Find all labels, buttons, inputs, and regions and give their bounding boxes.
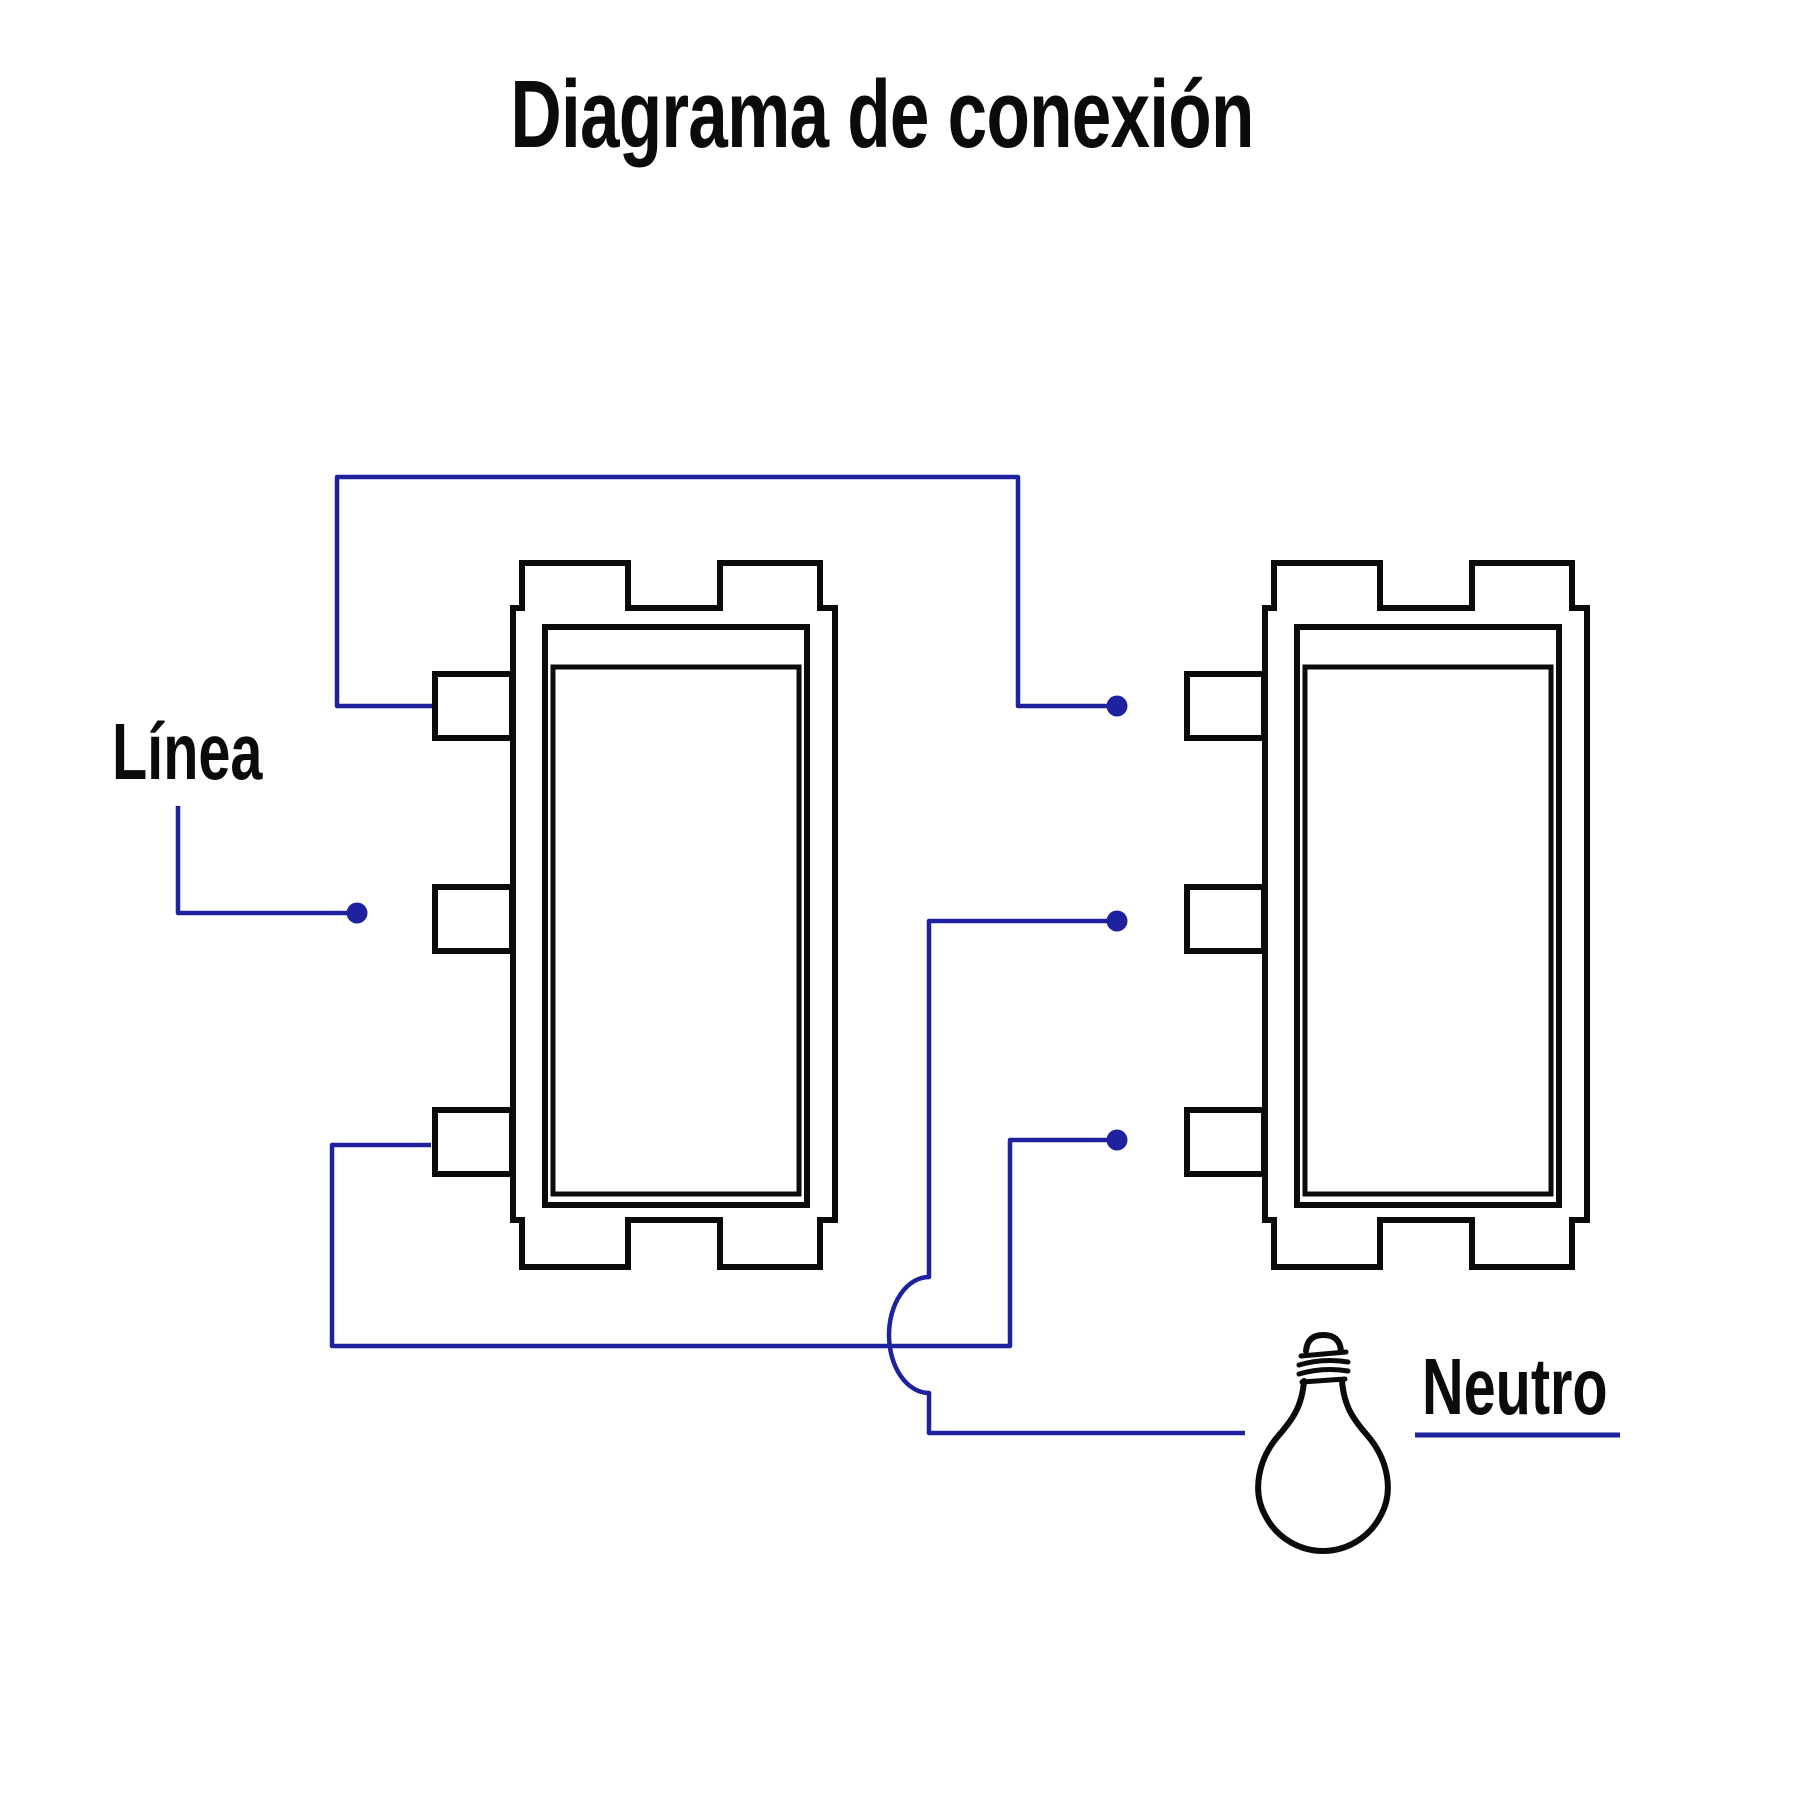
wire-linea-lead xyxy=(175,806,349,916)
bulb-glass xyxy=(1255,1378,1391,1555)
label-linea: Línea xyxy=(112,707,263,796)
junction-dot-top xyxy=(1106,695,1128,717)
junction-dot-middle xyxy=(1106,910,1128,932)
light-bulb-icon xyxy=(1255,1331,1391,1555)
wire-top-loop xyxy=(334,474,1109,709)
bulb-cap-dome xyxy=(1303,1331,1344,1354)
switch-module-right xyxy=(1187,563,1587,1267)
label-neutro: Neutro xyxy=(1422,1342,1608,1431)
wire-bottom-loop xyxy=(329,1137,1109,1349)
wire-middle-to-bulb-with-hop xyxy=(886,918,1245,1436)
junction-dot-linea xyxy=(346,902,368,924)
switch-module-left xyxy=(435,563,835,1267)
page-title: Diagrama de conexión xyxy=(510,61,1254,168)
bulb-screw-threads xyxy=(1296,1349,1351,1385)
junction-dot-bottom xyxy=(1106,1129,1128,1151)
